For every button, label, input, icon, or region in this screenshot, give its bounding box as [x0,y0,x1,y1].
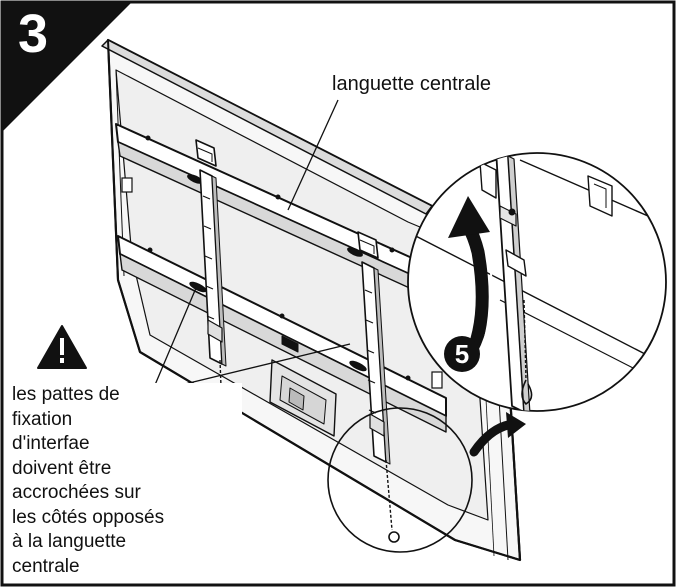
substep-number-badge: 5 [444,336,480,372]
warning-text-line: fixation [12,408,73,430]
step-badge [2,2,132,132]
warning-text-line: à la languette [12,531,127,552]
bracket-warning-text: les pattes de fixation d'interfae doiven… [12,383,242,579]
warning-text-line: centrale [12,555,80,577]
warning-text-line: les côtés opposés [12,506,165,528]
upper-mounting-rail [115,123,415,291]
left-interface-bracket [195,139,231,452]
lower-mounting-rail [117,235,447,433]
right-interface-bracket [357,231,400,543]
transfer-arrow-icon [469,412,526,457]
step-number: 3 [18,4,49,64]
warning-text-line: accrochées sur [12,482,141,503]
central-tab-label: languette centrale [332,73,492,95]
warning-text-line: les pattes de [12,384,120,405]
detail-circle-small [327,407,473,553]
warning-triangle-icon [37,325,87,369]
warning-text-line: doivent être [12,457,112,479]
warning-text-line: d'interfae [12,433,90,454]
side-fastener [121,177,443,389]
